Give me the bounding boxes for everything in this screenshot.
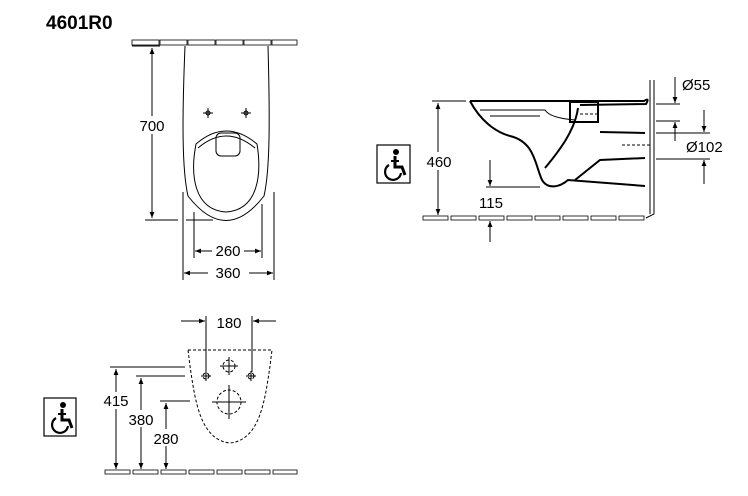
fixing-point-icon [201, 357, 256, 419]
dimension-height-upper: 415 [103, 393, 128, 410]
dimension-rim-height: 460 [426, 154, 451, 171]
dimension-fixing-spacing: 180 [216, 315, 241, 332]
dimension-outlet-height: 115 [479, 195, 503, 212]
dimension-height: 700 [139, 118, 164, 135]
dimension-height-lower: 280 [153, 431, 178, 448]
wheelchair-accessible-icon [43, 397, 77, 437]
toilet-outline [182, 45, 270, 221]
toilet-outline-dashed [187, 349, 273, 444]
floor-strip [104, 469, 298, 475]
floor-strip [422, 215, 645, 221]
seat-outline [193, 130, 260, 213]
top-view: 700 260 360 [131, 39, 298, 282]
toilet-profile [469, 98, 649, 188]
dimension-inner-width: 260 [215, 243, 240, 260]
wall-strip [131, 39, 298, 46]
flush-opening [215, 132, 241, 157]
model-number: 4601R0 [46, 13, 113, 34]
wheelchair-accessible-icon [376, 144, 411, 184]
fixing-point-icon [203, 108, 251, 118]
side-view: 460 115 Ø55 Ø102 [422, 77, 723, 242]
dimension-outer-width: 360 [215, 265, 240, 282]
dimension-height-middle: 380 [128, 412, 153, 429]
dimension-inlet-diameter: Ø55 [682, 77, 710, 94]
dimension-outlet-diameter: Ø102 [686, 139, 723, 156]
wall-view: 180 415 380 280 [101, 315, 298, 475]
